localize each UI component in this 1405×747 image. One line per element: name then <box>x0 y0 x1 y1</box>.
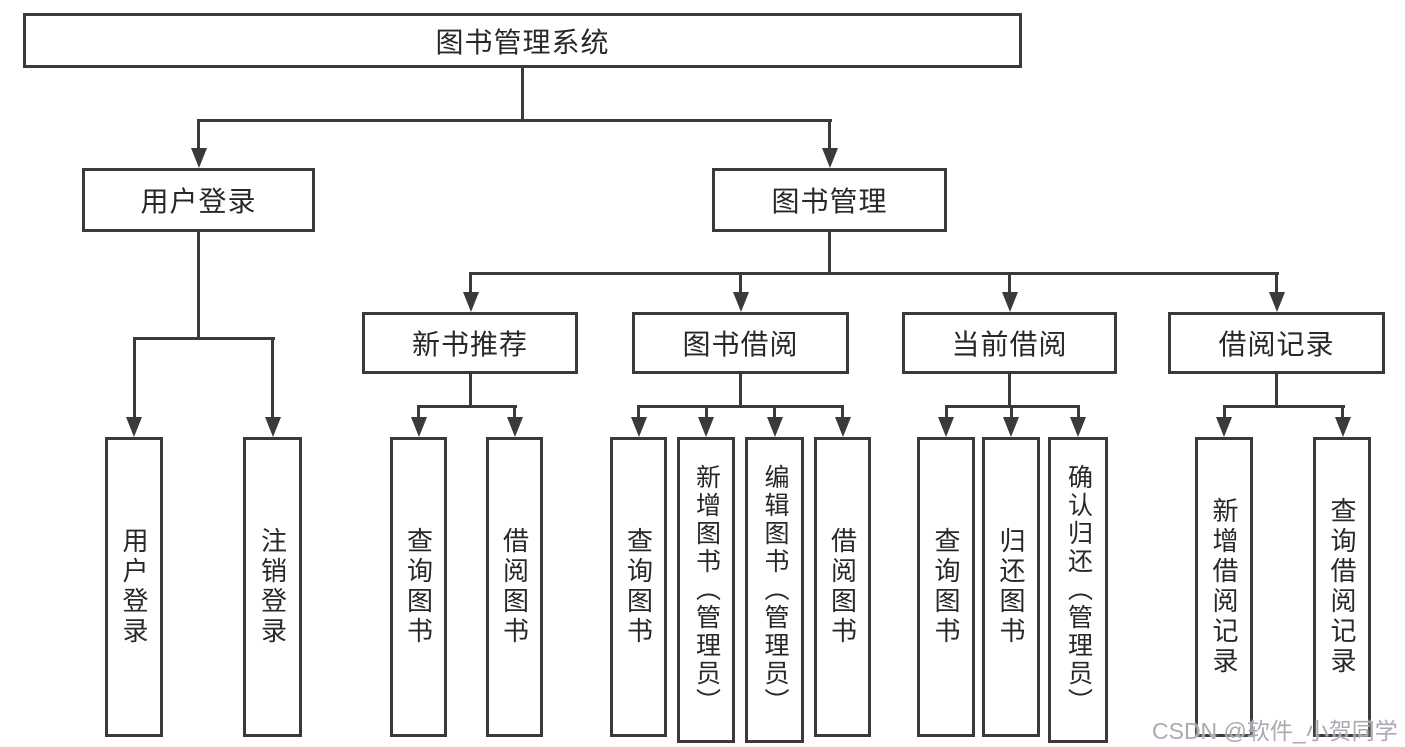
node-label: 当前借阅 <box>951 329 1068 360</box>
arrow-down-icon <box>264 417 281 437</box>
arrow-down-icon <box>1001 292 1018 312</box>
connector-line <box>841 405 844 419</box>
node-borrow-books: 借阅图书 <box>814 437 871 737</box>
connector-line <box>469 374 472 408</box>
node-label: 图书借阅 <box>682 329 799 360</box>
node-label: 查询图书 <box>623 527 654 647</box>
connector-line <box>521 68 524 122</box>
connector-line <box>1275 272 1278 294</box>
arrow-down-icon <box>1070 417 1086 437</box>
node-query-books-recommend: 查询图书 <box>390 437 447 737</box>
arrow-down-icon <box>1268 292 1285 312</box>
connector-line <box>271 337 274 421</box>
connector-line <box>513 405 516 419</box>
node-label: 用户登录 <box>119 527 149 647</box>
connector-line <box>828 232 831 275</box>
node-label: 注销登录 <box>257 527 288 647</box>
node-add-borrow-record: 新增借阅记录 <box>1195 437 1253 737</box>
connector-line <box>1076 405 1080 419</box>
node-label: 查询图书 <box>931 527 961 647</box>
node-book-borrowing: 图书借阅 <box>632 312 849 374</box>
node-edit-books-admin: 编辑图书（管理员） <box>745 437 804 743</box>
node-user-login-group: 用户登录 <box>82 168 315 232</box>
node-confirm-return-admin: 确认归还（管理员） <box>1048 437 1108 743</box>
node-borrow-books-recommend: 借阅图书 <box>486 437 543 737</box>
arrow-down-icon <box>410 417 427 437</box>
arrow-down-icon <box>1334 417 1351 437</box>
connector-line <box>828 119 831 151</box>
connector-line <box>704 405 708 419</box>
node-label: 查询图书 <box>403 527 434 647</box>
connector-line <box>469 272 1279 275</box>
connector-line <box>1341 405 1344 419</box>
connector-line <box>197 232 200 340</box>
connector-line <box>1275 374 1278 408</box>
node-label: 借阅记录 <box>1218 329 1335 360</box>
node-query-books-current: 查询图书 <box>917 437 975 737</box>
connector-line <box>469 272 472 294</box>
connector-line <box>1008 272 1011 294</box>
node-label: 新增借阅记录 <box>1209 497 1239 677</box>
connector-line <box>1009 405 1013 419</box>
connector-line <box>197 119 200 151</box>
arrow-down-icon <box>834 417 851 437</box>
connector-line <box>773 405 776 419</box>
node-book-management: 图书管理 <box>712 168 947 232</box>
node-label: 归还图书 <box>996 527 1026 647</box>
arrow-down-icon <box>732 292 749 312</box>
node-library-management-system: 图书管理系统 <box>23 13 1022 68</box>
connector-line <box>739 272 742 294</box>
arrow-down-icon <box>630 417 647 437</box>
node-label: 借阅图书 <box>499 527 530 647</box>
connector-line <box>637 405 844 408</box>
connector-line <box>417 405 517 408</box>
node-label: 新增图书（管理员） <box>692 464 721 716</box>
connector-line <box>132 337 275 340</box>
node-label: 借阅图书 <box>827 527 858 647</box>
node-label: 新书推荐 <box>411 329 528 360</box>
connector-line <box>944 405 948 419</box>
node-label: 确认归还（管理员） <box>1064 464 1093 716</box>
arrow-down-icon <box>698 417 714 437</box>
arrow-down-icon <box>190 148 207 168</box>
node-label: 查询借阅记录 <box>1327 497 1357 677</box>
arrow-down-icon <box>506 417 523 437</box>
connector-line <box>132 337 136 421</box>
arrow-down-icon <box>821 148 838 168</box>
node-borrowing-records: 借阅记录 <box>1168 312 1385 374</box>
connector-line <box>417 405 420 419</box>
node-label: 图书管理系统 <box>435 26 610 58</box>
arrow-down-icon <box>126 417 142 437</box>
node-user-login: 用户登录 <box>105 437 163 737</box>
connector-line <box>1008 374 1011 408</box>
csdn-watermark: CSDN @软件_小贺同学 <box>1152 718 1398 744</box>
node-logout: 注销登录 <box>243 437 302 737</box>
node-current-borrowing: 当前借阅 <box>902 312 1117 374</box>
connector-line <box>1222 405 1345 408</box>
arrow-down-icon <box>1003 417 1019 437</box>
arrow-down-icon <box>1216 417 1232 437</box>
node-label: 用户登录 <box>140 186 257 217</box>
node-label: 编辑图书（管理员） <box>761 464 789 716</box>
connector-line <box>1222 405 1226 419</box>
arrow-down-icon <box>938 417 954 437</box>
node-add-books-admin: 新增图书（管理员） <box>677 437 735 743</box>
node-return-books: 归还图书 <box>982 437 1040 737</box>
node-query-books-borrowing: 查询图书 <box>610 437 667 737</box>
connector-line <box>197 119 832 122</box>
node-query-borrow-record: 查询借阅记录 <box>1313 437 1371 737</box>
arrow-down-icon <box>766 417 783 437</box>
node-label: 图书管理 <box>771 186 888 217</box>
arrow-down-icon <box>462 292 479 312</box>
connector-line <box>637 405 640 419</box>
connector-line <box>739 374 742 408</box>
node-new-book-recommendation: 新书推荐 <box>362 312 578 374</box>
